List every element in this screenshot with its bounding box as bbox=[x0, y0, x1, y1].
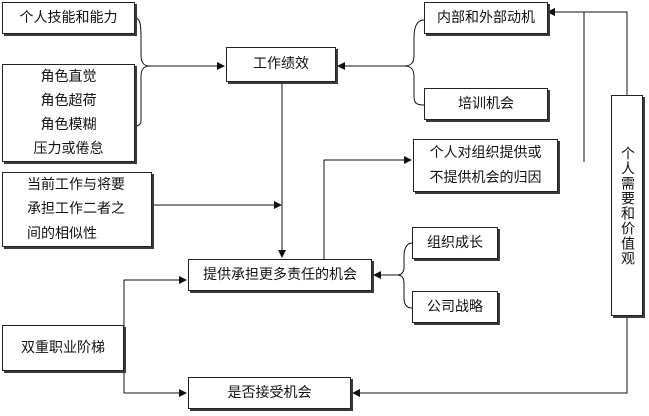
role-factors-box: 角色直觉 角色超荷 角色模糊 压力或倦怠 bbox=[2, 64, 135, 162]
attribution-line-1: 个人对组织提供或 bbox=[429, 144, 542, 161]
personal-skills-label: 个人技能和能力 bbox=[19, 9, 118, 26]
job-similarity-box: 当前工作与将要 承担工作二者之 间的相似性 bbox=[2, 172, 152, 247]
job-performance-label: 工作绩效 bbox=[253, 56, 309, 73]
responsibility-opportunity-box: 提供承担更多责任的机会 bbox=[188, 259, 372, 291]
responsibility-opportunity-label: 提供承担更多责任的机会 bbox=[203, 266, 357, 283]
job-performance-box: 工作绩效 bbox=[226, 47, 336, 82]
dual-career-ladder-box: 双重职业阶梯 bbox=[2, 325, 124, 371]
bracket-motivation-and-training bbox=[403, 19, 425, 106]
arrow-career-ladder-to-responsibility bbox=[123, 276, 187, 348]
personal-needs-values-label: 个人需要和价值观 bbox=[619, 145, 636, 266]
bracket-personal-and-role-factors bbox=[134, 17, 151, 127]
internal-external-motivation-box: 内部和外部动机 bbox=[424, 2, 548, 34]
training-opportunities-label: 培训机会 bbox=[458, 95, 514, 112]
role-factor-line-4: 压力或倦怠 bbox=[33, 140, 104, 157]
accept-opportunity-box: 是否接受机会 bbox=[188, 377, 351, 409]
dual-career-ladder-label: 双重职业阶梯 bbox=[21, 339, 105, 356]
company-strategy-box: 公司战略 bbox=[412, 291, 498, 323]
org-growth-box: 组织成长 bbox=[412, 227, 498, 259]
role-factor-line-1: 角色直觉 bbox=[40, 68, 97, 85]
bracket-growth-and-strategy bbox=[396, 242, 413, 309]
training-opportunities-box: 培训机会 bbox=[424, 88, 548, 120]
arrow-responsibility-to-attribution bbox=[323, 156, 412, 259]
arrow-needs-to-motivation bbox=[547, 8, 628, 95]
arrow-career-ladder-to-accept bbox=[123, 348, 187, 397]
job-similarity-line-1: 当前工作与将要 bbox=[27, 177, 125, 194]
org-growth-label: 组织成长 bbox=[427, 234, 483, 251]
job-similarity-line-2: 承担工作二者之 bbox=[27, 201, 125, 218]
role-factor-line-3: 角色模糊 bbox=[40, 116, 97, 133]
role-factor-line-2: 角色超荷 bbox=[40, 92, 97, 109]
personal-skills-box: 个人技能和能力 bbox=[2, 2, 135, 34]
internal-external-motivation-label: 内部和外部动机 bbox=[437, 9, 535, 26]
personal-needs-values-box: 个人需要和价值观 bbox=[611, 95, 643, 316]
attribution-box: 个人对组织提供或 不提供机会的归因 bbox=[413, 139, 558, 192]
accept-opportunity-label: 是否接受机会 bbox=[227, 384, 312, 401]
company-strategy-label: 公司战略 bbox=[427, 298, 483, 315]
attribution-line-2: 不提供机会的归因 bbox=[429, 170, 542, 187]
job-similarity-line-3: 间的相似性 bbox=[27, 225, 97, 242]
arrow-needs-to-accept bbox=[352, 316, 628, 397]
